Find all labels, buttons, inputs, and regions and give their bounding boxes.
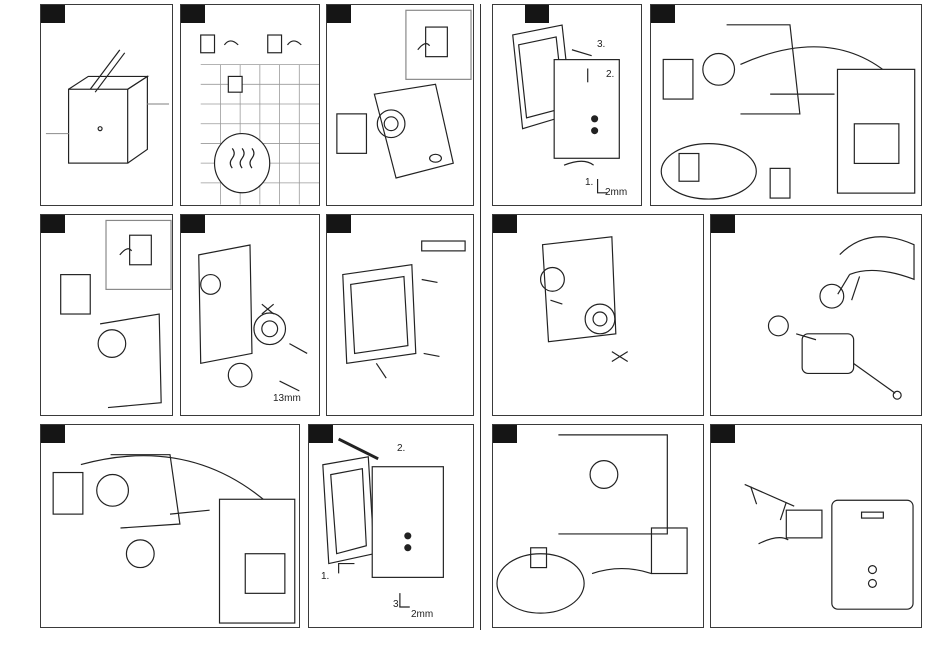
reconnect-cable-illustration (41, 425, 299, 627)
panel-7-solenoid: 13mm (180, 214, 320, 416)
column-divider (480, 4, 481, 630)
installation-box-illustration (41, 5, 172, 205)
panel-3-module-box (326, 4, 474, 206)
step-label: 1. (585, 177, 593, 188)
step-label: 3. (597, 39, 605, 50)
step-label: 2. (397, 443, 405, 454)
panel-9-filter-removal (492, 214, 704, 416)
panel-13-power-module (492, 424, 704, 628)
panel-8-frame-mount (326, 214, 474, 416)
panel-5-cable-connect (650, 4, 922, 206)
panel-14-wiring (710, 424, 922, 628)
panel-11-reconnect (40, 424, 300, 628)
wiring-assembly-illustration (711, 425, 921, 627)
panel-6-module-remove (40, 214, 173, 416)
filter-removal-illustration (493, 215, 703, 415)
module-in-box-illustration (327, 5, 473, 205)
tool-size-label: 13mm (273, 393, 301, 404)
step-label: 2. (606, 69, 614, 80)
frame-mounting-illustration (327, 215, 473, 415)
panel-12-cover-refit: 2. 1. 3. 2mm (308, 424, 474, 628)
module-removal-illustration (41, 215, 172, 415)
panel-4-cover-removal: 3. 2. 1. 2mm (492, 4, 642, 206)
wall-grid-valve-illustration (181, 5, 319, 205)
tool-size-label: 2mm (411, 609, 433, 620)
tool-size-label: 2mm (605, 187, 627, 198)
step-label: 1. (321, 571, 329, 582)
cover-plate-removal-illustration (493, 5, 641, 205)
filter-cleaning-illustration (711, 215, 921, 415)
panel-2-wall-tile (180, 4, 320, 206)
step-label: 3. (393, 599, 401, 610)
cover-refit-illustration (309, 425, 473, 627)
panel-1-box-install (40, 4, 173, 206)
panel-10-filter-clean (710, 214, 922, 416)
power-module-illustration (493, 425, 703, 627)
solenoid-valve-illustration (181, 215, 319, 415)
cable-connection-illustration (651, 5, 921, 205)
